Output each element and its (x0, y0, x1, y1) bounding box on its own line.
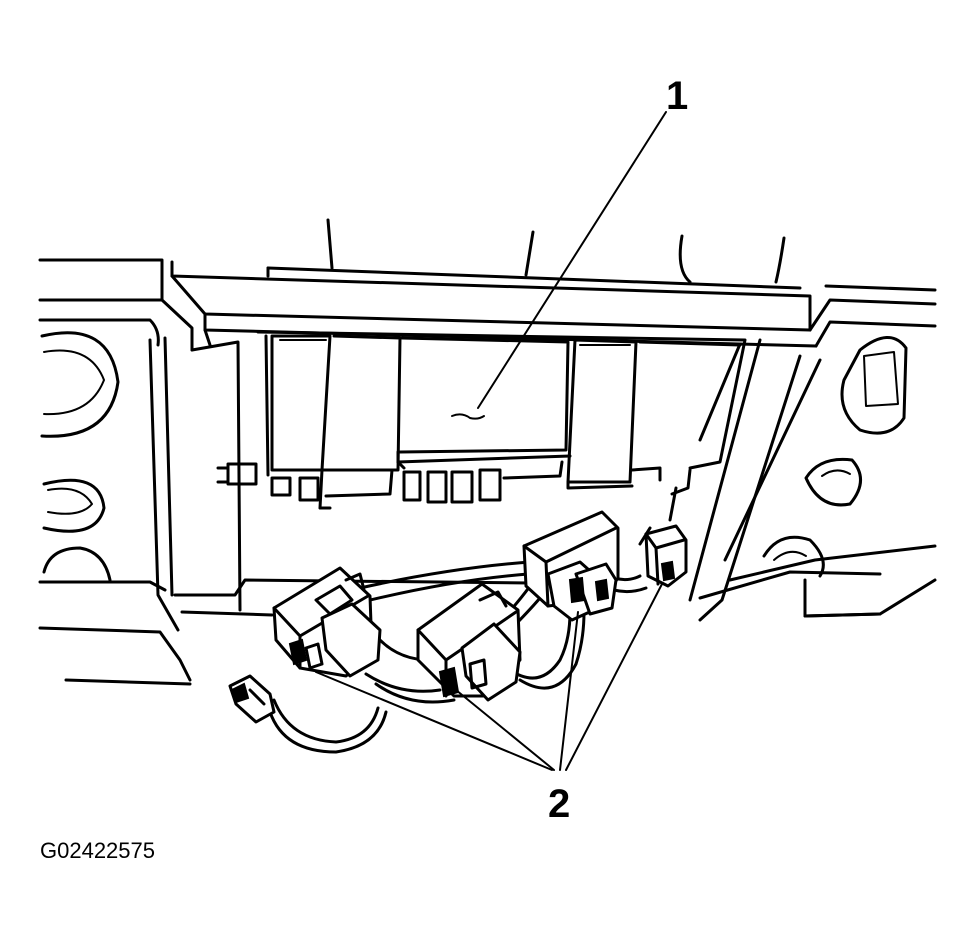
mounting-tabs (326, 218, 786, 284)
right-vent-outlets (762, 336, 908, 578)
left-vent-outlets (40, 331, 120, 582)
pigtail-connector (228, 674, 276, 724)
connector-left (272, 566, 382, 678)
connector-right (522, 510, 620, 622)
callout-1-label: 1 (666, 74, 689, 118)
wiring-harness (268, 526, 652, 754)
receiver-module (216, 330, 747, 522)
connector-small (644, 524, 688, 588)
leader-lines (315, 111, 667, 771)
connector-center (416, 582, 522, 702)
callout-2-label: 2 (548, 782, 571, 826)
figure-id: G02422575 (40, 838, 155, 863)
